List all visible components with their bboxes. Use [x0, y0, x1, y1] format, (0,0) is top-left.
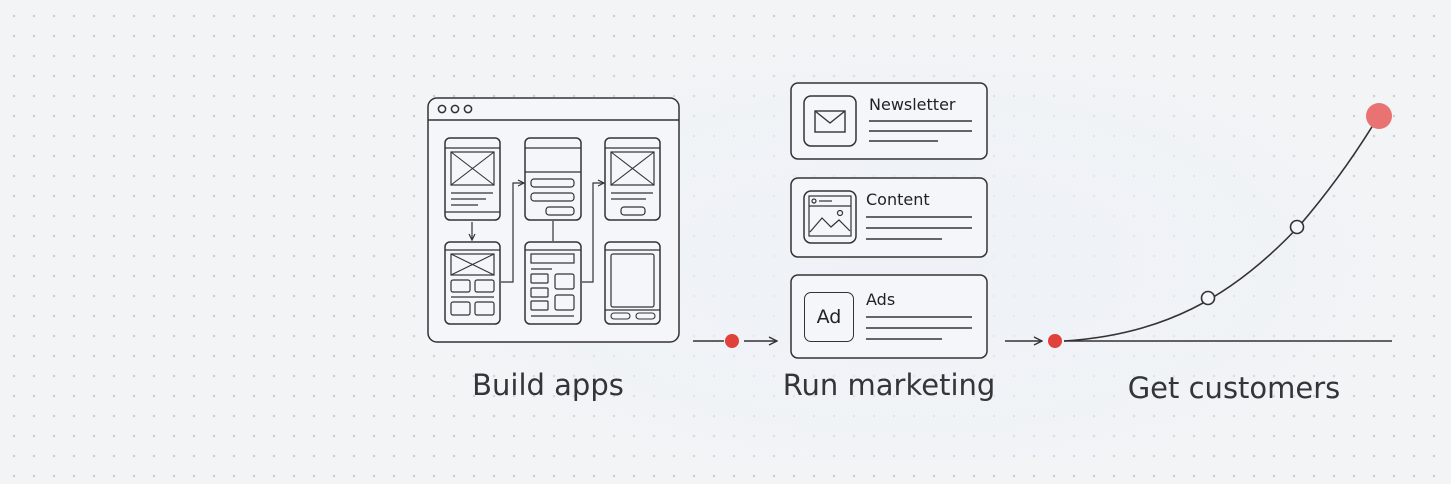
wireframe-phone-6 — [604, 241, 661, 325]
stage-label-build-apps: Build apps — [472, 368, 624, 402]
card-title-ads: Ads — [866, 290, 896, 309]
milestone-dot — [1289, 219, 1305, 235]
growth-curve — [1063, 103, 1392, 342]
wireframe-phone-4 — [524, 241, 582, 325]
window-dot-icon — [437, 104, 447, 114]
wireframe-phone-1 — [444, 137, 501, 221]
milestone-dot — [1200, 290, 1216, 306]
wireframe-phone-2 — [444, 241, 501, 325]
card-title-newsletter: Newsletter — [869, 95, 956, 114]
newsletter-card — [790, 82, 988, 160]
content-card — [790, 177, 988, 258]
flow-dot — [1048, 334, 1062, 348]
wireframe-connectors — [472, 183, 604, 283]
connector-marketing-to-customers — [1005, 334, 1062, 348]
goal-dot — [1366, 103, 1392, 129]
connector-build-to-marketing — [693, 334, 777, 348]
envelope-icon — [814, 110, 846, 133]
window-dot-icon — [463, 104, 473, 114]
image-icon — [808, 195, 852, 237]
ad-badge-icon: Ad — [804, 292, 854, 342]
flow-dot — [725, 334, 739, 348]
wireframe-phone-3 — [524, 137, 582, 221]
app-builder-window — [427, 97, 680, 343]
stage-label-get-customers: Get customers — [1127, 371, 1341, 405]
wireframe-phone-5 — [604, 137, 661, 221]
window-dot-icon — [450, 104, 460, 114]
stage-label-run-marketing: Run marketing — [782, 368, 996, 402]
card-title-content: Content — [866, 190, 930, 209]
